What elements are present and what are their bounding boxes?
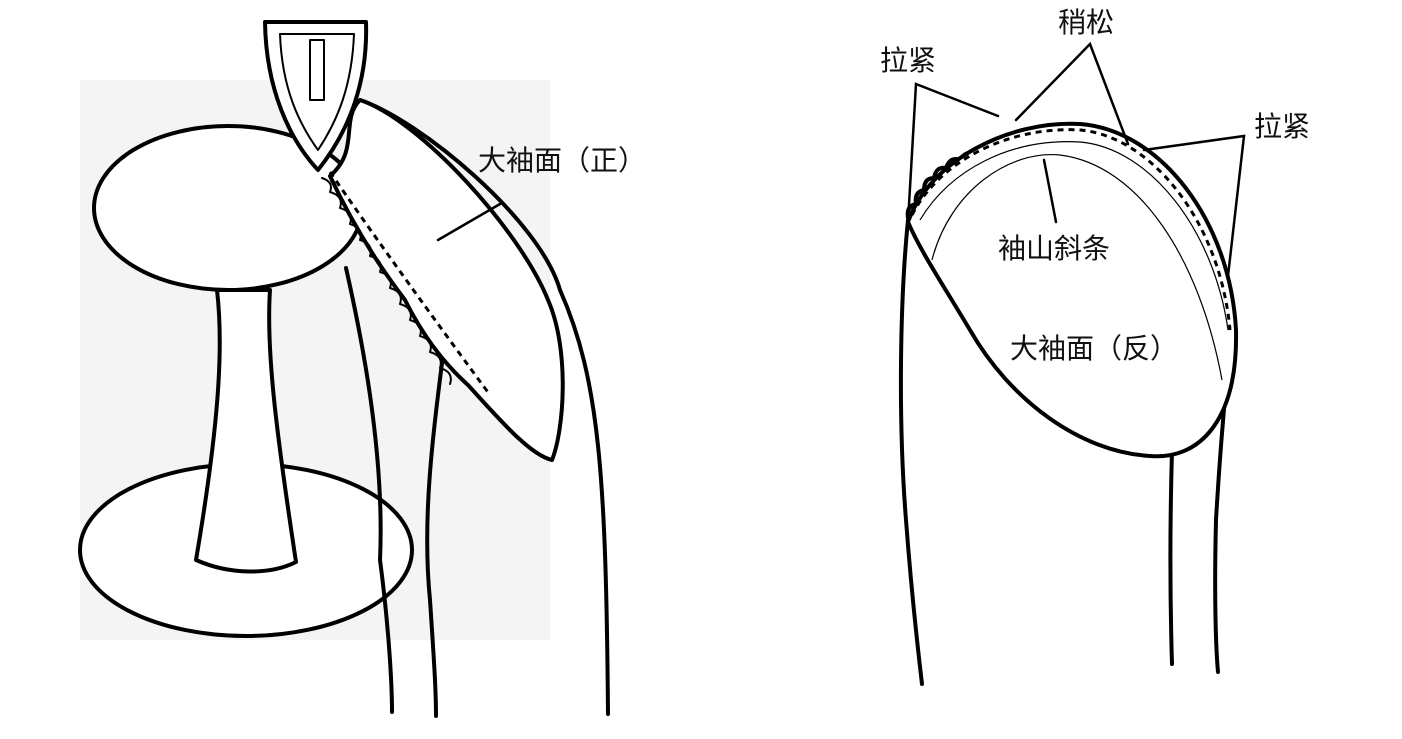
leader-pull-tight-right xyxy=(1142,134,1246,278)
iron-inner xyxy=(279,33,355,151)
sleeve-body xyxy=(321,98,610,718)
label-bias-strip: 袖山斜条 xyxy=(998,232,1110,265)
label-sleeve-back: 大袖面（反） xyxy=(1010,332,1178,365)
leader-sleeve-front xyxy=(436,202,502,242)
leader-slightly-loose xyxy=(1014,41,1130,146)
leader-pull-tight-left xyxy=(906,82,1000,224)
label-sleeve-front: 大袖面（正） xyxy=(478,144,646,177)
sleeve-outer-line xyxy=(358,98,610,716)
board-stem xyxy=(194,288,298,574)
eased-edge xyxy=(321,177,452,385)
stitch-line xyxy=(328,171,492,396)
sleeve-right-line-2 xyxy=(1168,448,1174,666)
sleeve-left-line xyxy=(898,218,924,686)
label-pull-tight-right: 拉紧 xyxy=(1254,110,1310,143)
cap-stitch-line xyxy=(910,128,1232,331)
label-slightly-loose: 稍松 xyxy=(1058,6,1114,39)
bias-strip-edge xyxy=(919,141,1229,331)
bias-strip-line xyxy=(931,154,1223,381)
sleeve-mid-line xyxy=(425,338,447,718)
right-figure: 稍松 拉紧 拉紧 袖山斜条 大袖面（反） xyxy=(880,6,1310,686)
label-pull-tight-left: 拉紧 xyxy=(880,44,936,77)
sleeve-front-panel xyxy=(328,98,565,462)
iron xyxy=(263,20,369,172)
sleeve-inner-line xyxy=(344,266,394,714)
left-figure: 大袖面（正） xyxy=(78,20,646,718)
sleeve-back-oval xyxy=(906,121,1239,459)
iron-handle xyxy=(309,39,325,101)
sleeve-board xyxy=(78,124,414,638)
leader-bias-strip xyxy=(1042,158,1058,224)
